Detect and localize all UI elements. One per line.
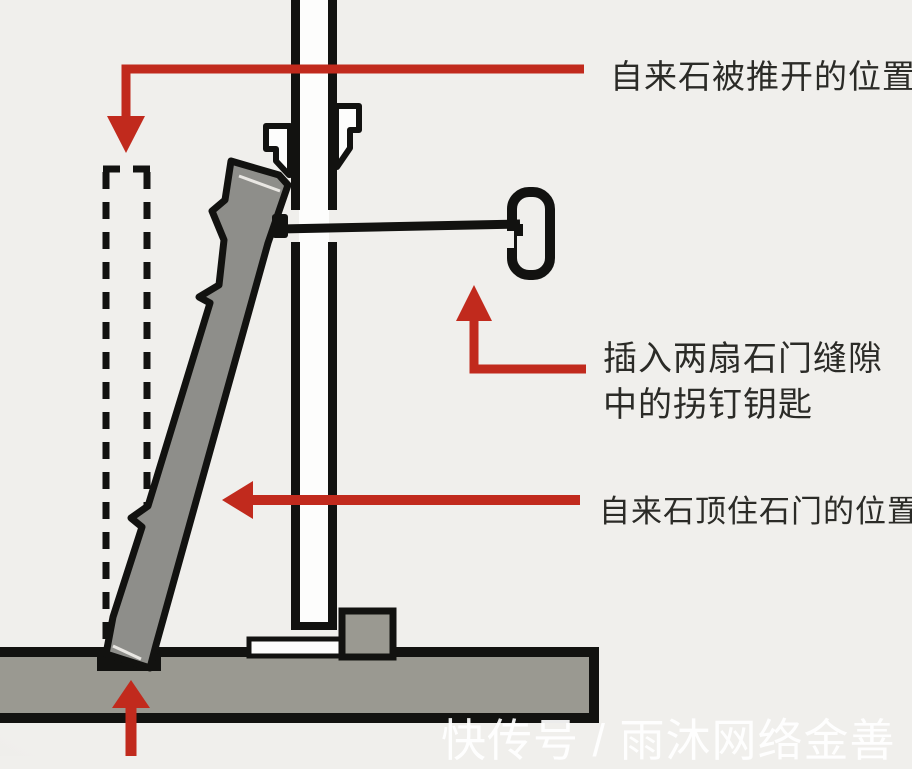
watermark-text: 快传号 / 雨沐网络金善 [441, 715, 896, 766]
label-propping-position: 自来石顶住石门的位置 [599, 494, 912, 529]
arrow-key [456, 285, 586, 374]
crank-key [272, 187, 555, 280]
floor-step-block [338, 607, 397, 661]
label-pushed-open-position: 自来石被推开的位置 [610, 60, 912, 96]
label-key-inserted-line2: 中的拐钉钥匙 [603, 386, 813, 424]
door-bracket-right [333, 103, 362, 170]
arrow-pushed-open-position [107, 64, 584, 153]
label-key-inserted: 插入两扇石门缝隙 中的拐钉钥匙 [603, 337, 903, 428]
door-bracket-left [263, 123, 293, 178]
stone-ghost-dashed-outline [102, 165, 151, 642]
label-key-inserted-line1: 插入两扇石门缝隙 [603, 341, 883, 378]
arrow-stone-foot [112, 680, 150, 756]
arrow-propping-position [222, 481, 580, 519]
stone-door [263, 0, 362, 630]
key-hook-tip [272, 214, 288, 238]
self-coming-stone-bar [102, 157, 292, 672]
floor-ledge [246, 636, 347, 659]
